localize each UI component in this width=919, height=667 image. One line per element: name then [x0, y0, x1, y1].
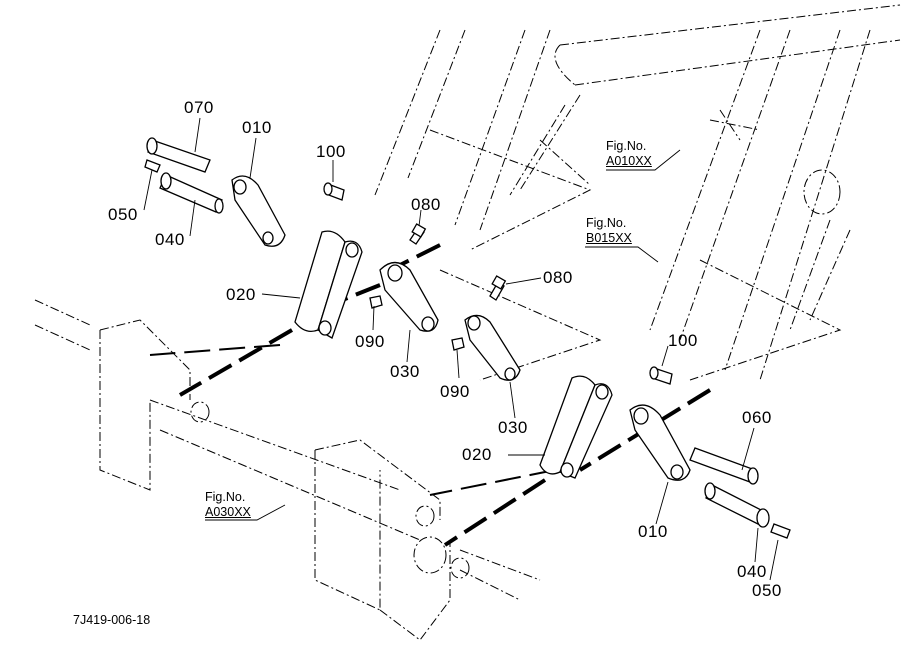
drawing-code: 7J419-006-18	[73, 613, 151, 627]
link-010-left	[231, 175, 286, 247]
part-label: 040	[155, 230, 185, 249]
loader-arm-phantom	[374, 4, 901, 381]
part-label: 060	[742, 408, 772, 427]
pin-040-right	[704, 482, 770, 528]
pin-040-left	[159, 172, 224, 214]
bushing-100-left	[323, 182, 345, 201]
link-030-right	[464, 314, 521, 381]
link-010-right	[629, 404, 691, 481]
part-label: 100	[316, 142, 346, 161]
part-label: 080	[543, 268, 573, 287]
part-label: 010	[242, 118, 272, 137]
part-label: 020	[226, 285, 256, 304]
part-label: 100	[668, 331, 698, 350]
part-label: 030	[498, 418, 528, 437]
link-020-right	[539, 375, 613, 479]
part-label: 040	[737, 562, 767, 581]
part-label: 050	[108, 205, 138, 224]
part-label: 090	[355, 332, 385, 351]
figure-reference: Fig.No. B015XX	[586, 216, 632, 246]
bushing-100-right	[649, 366, 673, 385]
figure-reference: Fig.No. A030XX	[205, 490, 251, 520]
nut-090-left	[369, 295, 383, 309]
grease-nipple-050-left	[144, 159, 161, 173]
bolt-080-left	[409, 223, 427, 245]
figure-ref-title: Fig.No.	[205, 490, 246, 504]
part-label: 070	[184, 98, 214, 117]
link-030-left	[379, 261, 439, 332]
pin-070-left	[146, 137, 211, 173]
alignment-lines	[149, 243, 712, 547]
bolt-080-right	[489, 275, 507, 301]
pin-060-right	[689, 447, 759, 485]
link-020-left	[294, 230, 363, 339]
part-label: 010	[638, 522, 668, 541]
part-label: 080	[411, 195, 441, 214]
part-label: 030	[390, 362, 420, 381]
part-label: 020	[462, 445, 492, 464]
grease-nipple-050-right	[770, 523, 791, 539]
figure-ref-number: A030XX	[205, 505, 251, 519]
figure-ref-title: Fig.No.	[586, 216, 627, 230]
figure-ref-number: B015XX	[586, 231, 632, 245]
nut-090-right	[451, 337, 465, 351]
figure-reference: Fig.No. A010XX	[606, 139, 652, 169]
loader-frame-phantom	[34, 299, 541, 641]
leader-lines	[143, 117, 779, 581]
figure-ref-number: A010XX	[606, 154, 652, 168]
figure-ref-title: Fig.No.	[606, 139, 647, 153]
part-label: 050	[752, 581, 782, 600]
part-label: 090	[440, 382, 470, 401]
